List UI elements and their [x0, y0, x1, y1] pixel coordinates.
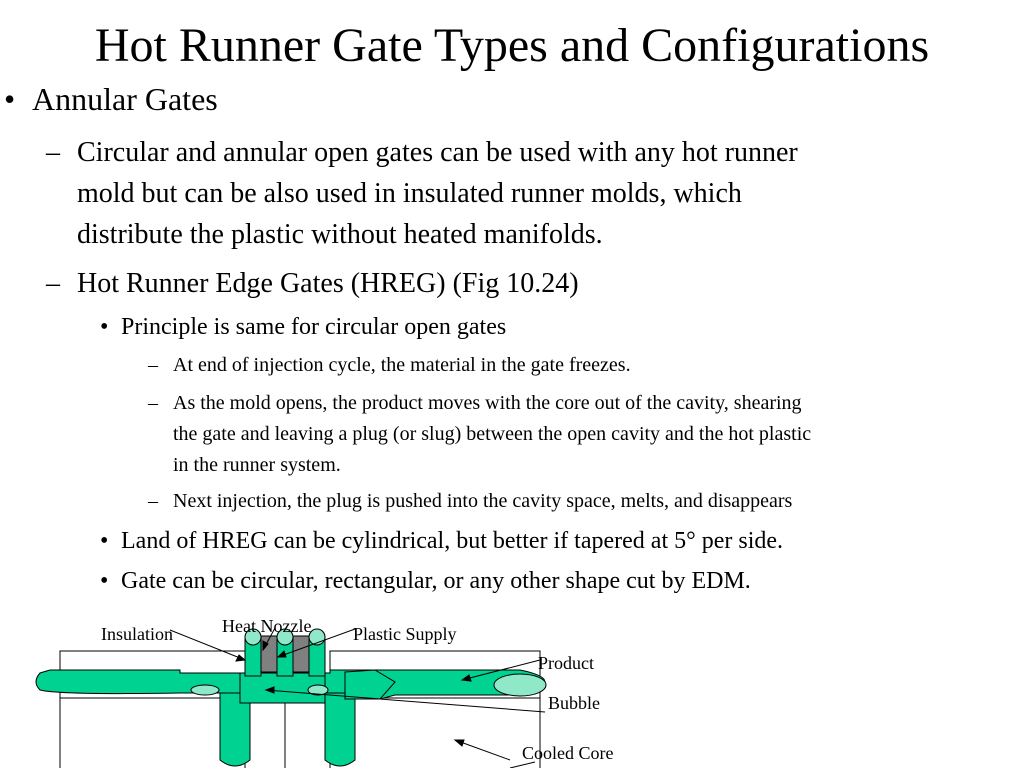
- bullet-marker: •: [100, 528, 109, 554]
- label-plastic-supply: Plastic Supply: [353, 624, 457, 644]
- bullet-marker: •: [100, 568, 109, 594]
- dash-marker: –: [148, 354, 158, 376]
- hot-runner-edge-gate-diagram: [35, 627, 547, 768]
- line-text: Land of HREG can be cylindrical, but bet…: [121, 528, 784, 554]
- line-text: At end of injection cycle, the material …: [173, 354, 631, 376]
- label-heat-nozzle: Heat Nozzle: [222, 616, 312, 636]
- line-text: Gate can be circular, rectangular, or an…: [121, 568, 751, 594]
- line-text: Hot Runner Edge Gates (HREG) (Fig 10.24): [77, 268, 579, 299]
- line-text: the gate and leaving a plug (or slug) be…: [173, 423, 812, 445]
- bullet-marker: •: [100, 314, 109, 340]
- gate-bubbles: [190, 628, 547, 697]
- label-product: Product: [538, 653, 594, 673]
- dash-marker: –: [148, 392, 158, 414]
- label-insulation: Insulation: [101, 624, 173, 644]
- line-text: Circular and annular open gates can be u…: [77, 137, 798, 168]
- heat-nozzle: [260, 635, 310, 673]
- bullet-text: Annular Gates: [32, 81, 218, 117]
- bullet-marker: •: [4, 81, 16, 117]
- label-bubble: Bubble: [548, 693, 600, 713]
- line-text: mold but can be also used in insulated r…: [77, 178, 742, 209]
- dash-marker: –: [46, 137, 60, 168]
- line-text: in the runner system.: [173, 454, 341, 476]
- dash-marker: –: [148, 490, 158, 512]
- line-text: Next injection, the plug is pushed into …: [173, 490, 793, 512]
- plastic-product: [35, 635, 546, 767]
- leader-lines: [169, 627, 546, 768]
- line-text: distribute the plastic without heated ma…: [77, 219, 603, 250]
- dash-marker: –: [46, 268, 60, 299]
- slide-title: Hot Runner Gate Types and Configurations: [94, 19, 930, 72]
- label-cooled-core: Cooled Core: [522, 743, 614, 763]
- line-text: As the mold opens, the product moves wit…: [173, 392, 802, 414]
- line-text: Principle is same for circular open gate…: [121, 314, 507, 340]
